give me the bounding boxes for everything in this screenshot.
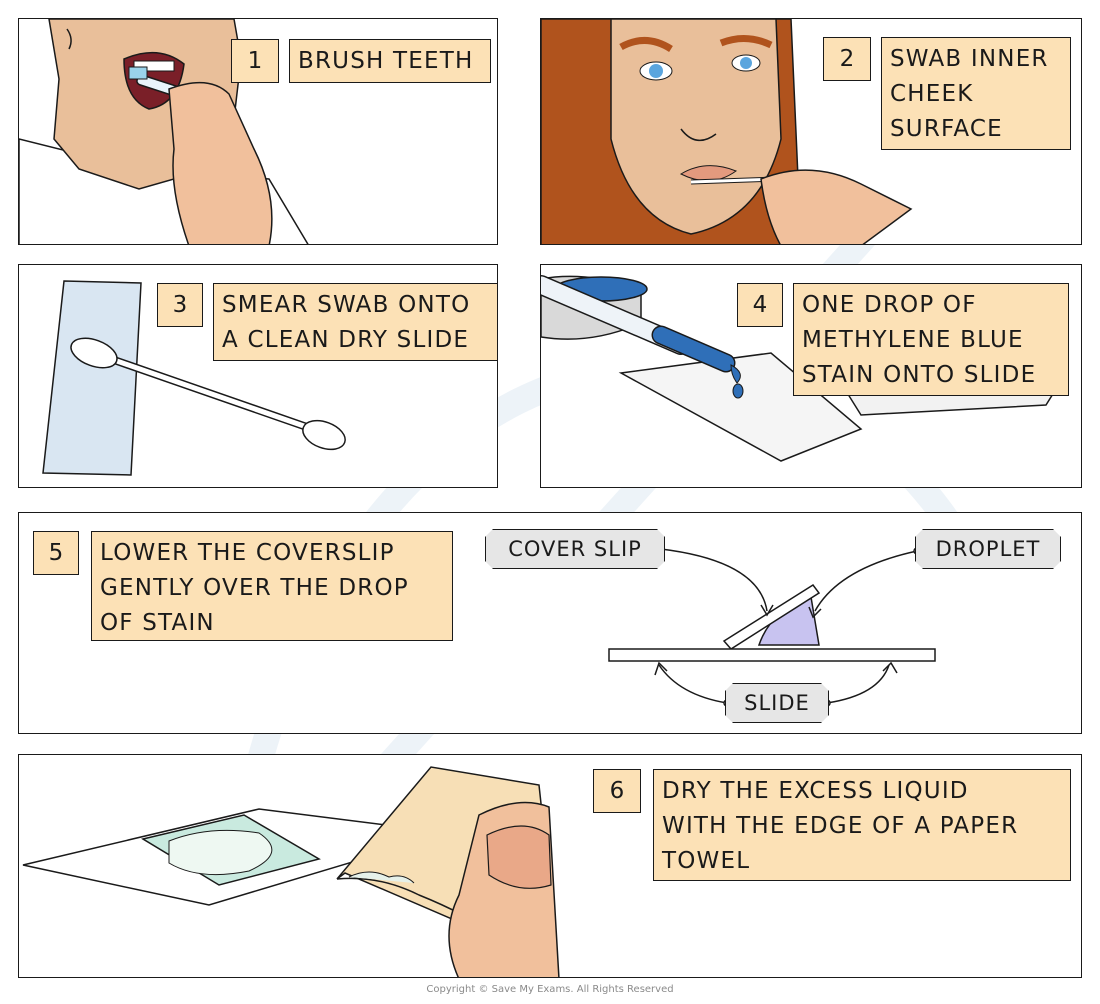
step-label-1: BRUSH TEETH: [289, 39, 491, 83]
drying-illustration: [22, 766, 560, 977]
step-number-2: 2: [823, 37, 871, 81]
coverslip-icon: [722, 583, 821, 650]
brushing-person-illustration: [19, 19, 309, 244]
step-number-4: 4: [737, 283, 783, 327]
step-number-1: 1: [231, 39, 279, 83]
callout-slide: SLIDE: [725, 683, 829, 723]
panel-step-4: 4 ONE DROP OF METHYLENE BLUE STAIN ONTO …: [540, 264, 1082, 488]
copyright-text: Copyright © Save My Exams. All Rights Re…: [426, 984, 674, 995]
panel-step-6: 6 DRY THE EXCESS LIQUID WITH THE EDGE OF…: [18, 754, 1082, 978]
panel-step-1: 1 BRUSH TEETH: [18, 18, 498, 245]
slide-icon: [42, 280, 142, 476]
step-label-4: ONE DROP OF METHYLENE BLUE STAIN ONTO SL…: [793, 283, 1069, 396]
smear-illustration: [42, 280, 346, 476]
step-label-3: SMEAR SWAB ONTO A CLEAN DRY SLIDE: [213, 283, 497, 361]
panel-step-2: 2 SWAB INNER CHEEK SURFACE: [540, 18, 1082, 245]
step-label-5: LOWER THE COVERSLIP GENTLY OVER THE DROP…: [91, 531, 453, 641]
coverslip-illustration: [608, 545, 936, 707]
step-number-3: 3: [157, 283, 203, 327]
step-label-2: SWAB INNER CHEEK SURFACE: [881, 37, 1071, 150]
panel-step-5: 5 LOWER THE COVERSLIP GENTLY OVER THE DR…: [18, 512, 1082, 734]
slide-icon: [608, 648, 936, 662]
dropper-icon: [541, 275, 744, 399]
step-label-6: DRY THE EXCESS LIQUID WITH THE EDGE OF A…: [653, 769, 1071, 881]
callout-droplet: DROPLET: [915, 529, 1061, 569]
cotton-swab-icon: [70, 337, 346, 451]
callout-cover-slip: COVER SLIP: [485, 529, 665, 569]
swabbing-person-illustration: [541, 19, 913, 244]
step-number-6: 6: [593, 769, 641, 813]
step-number-5: 5: [33, 531, 79, 575]
panel-step-3: 3 SMEAR SWAB ONTO A CLEAN DRY SLIDE: [18, 264, 498, 488]
